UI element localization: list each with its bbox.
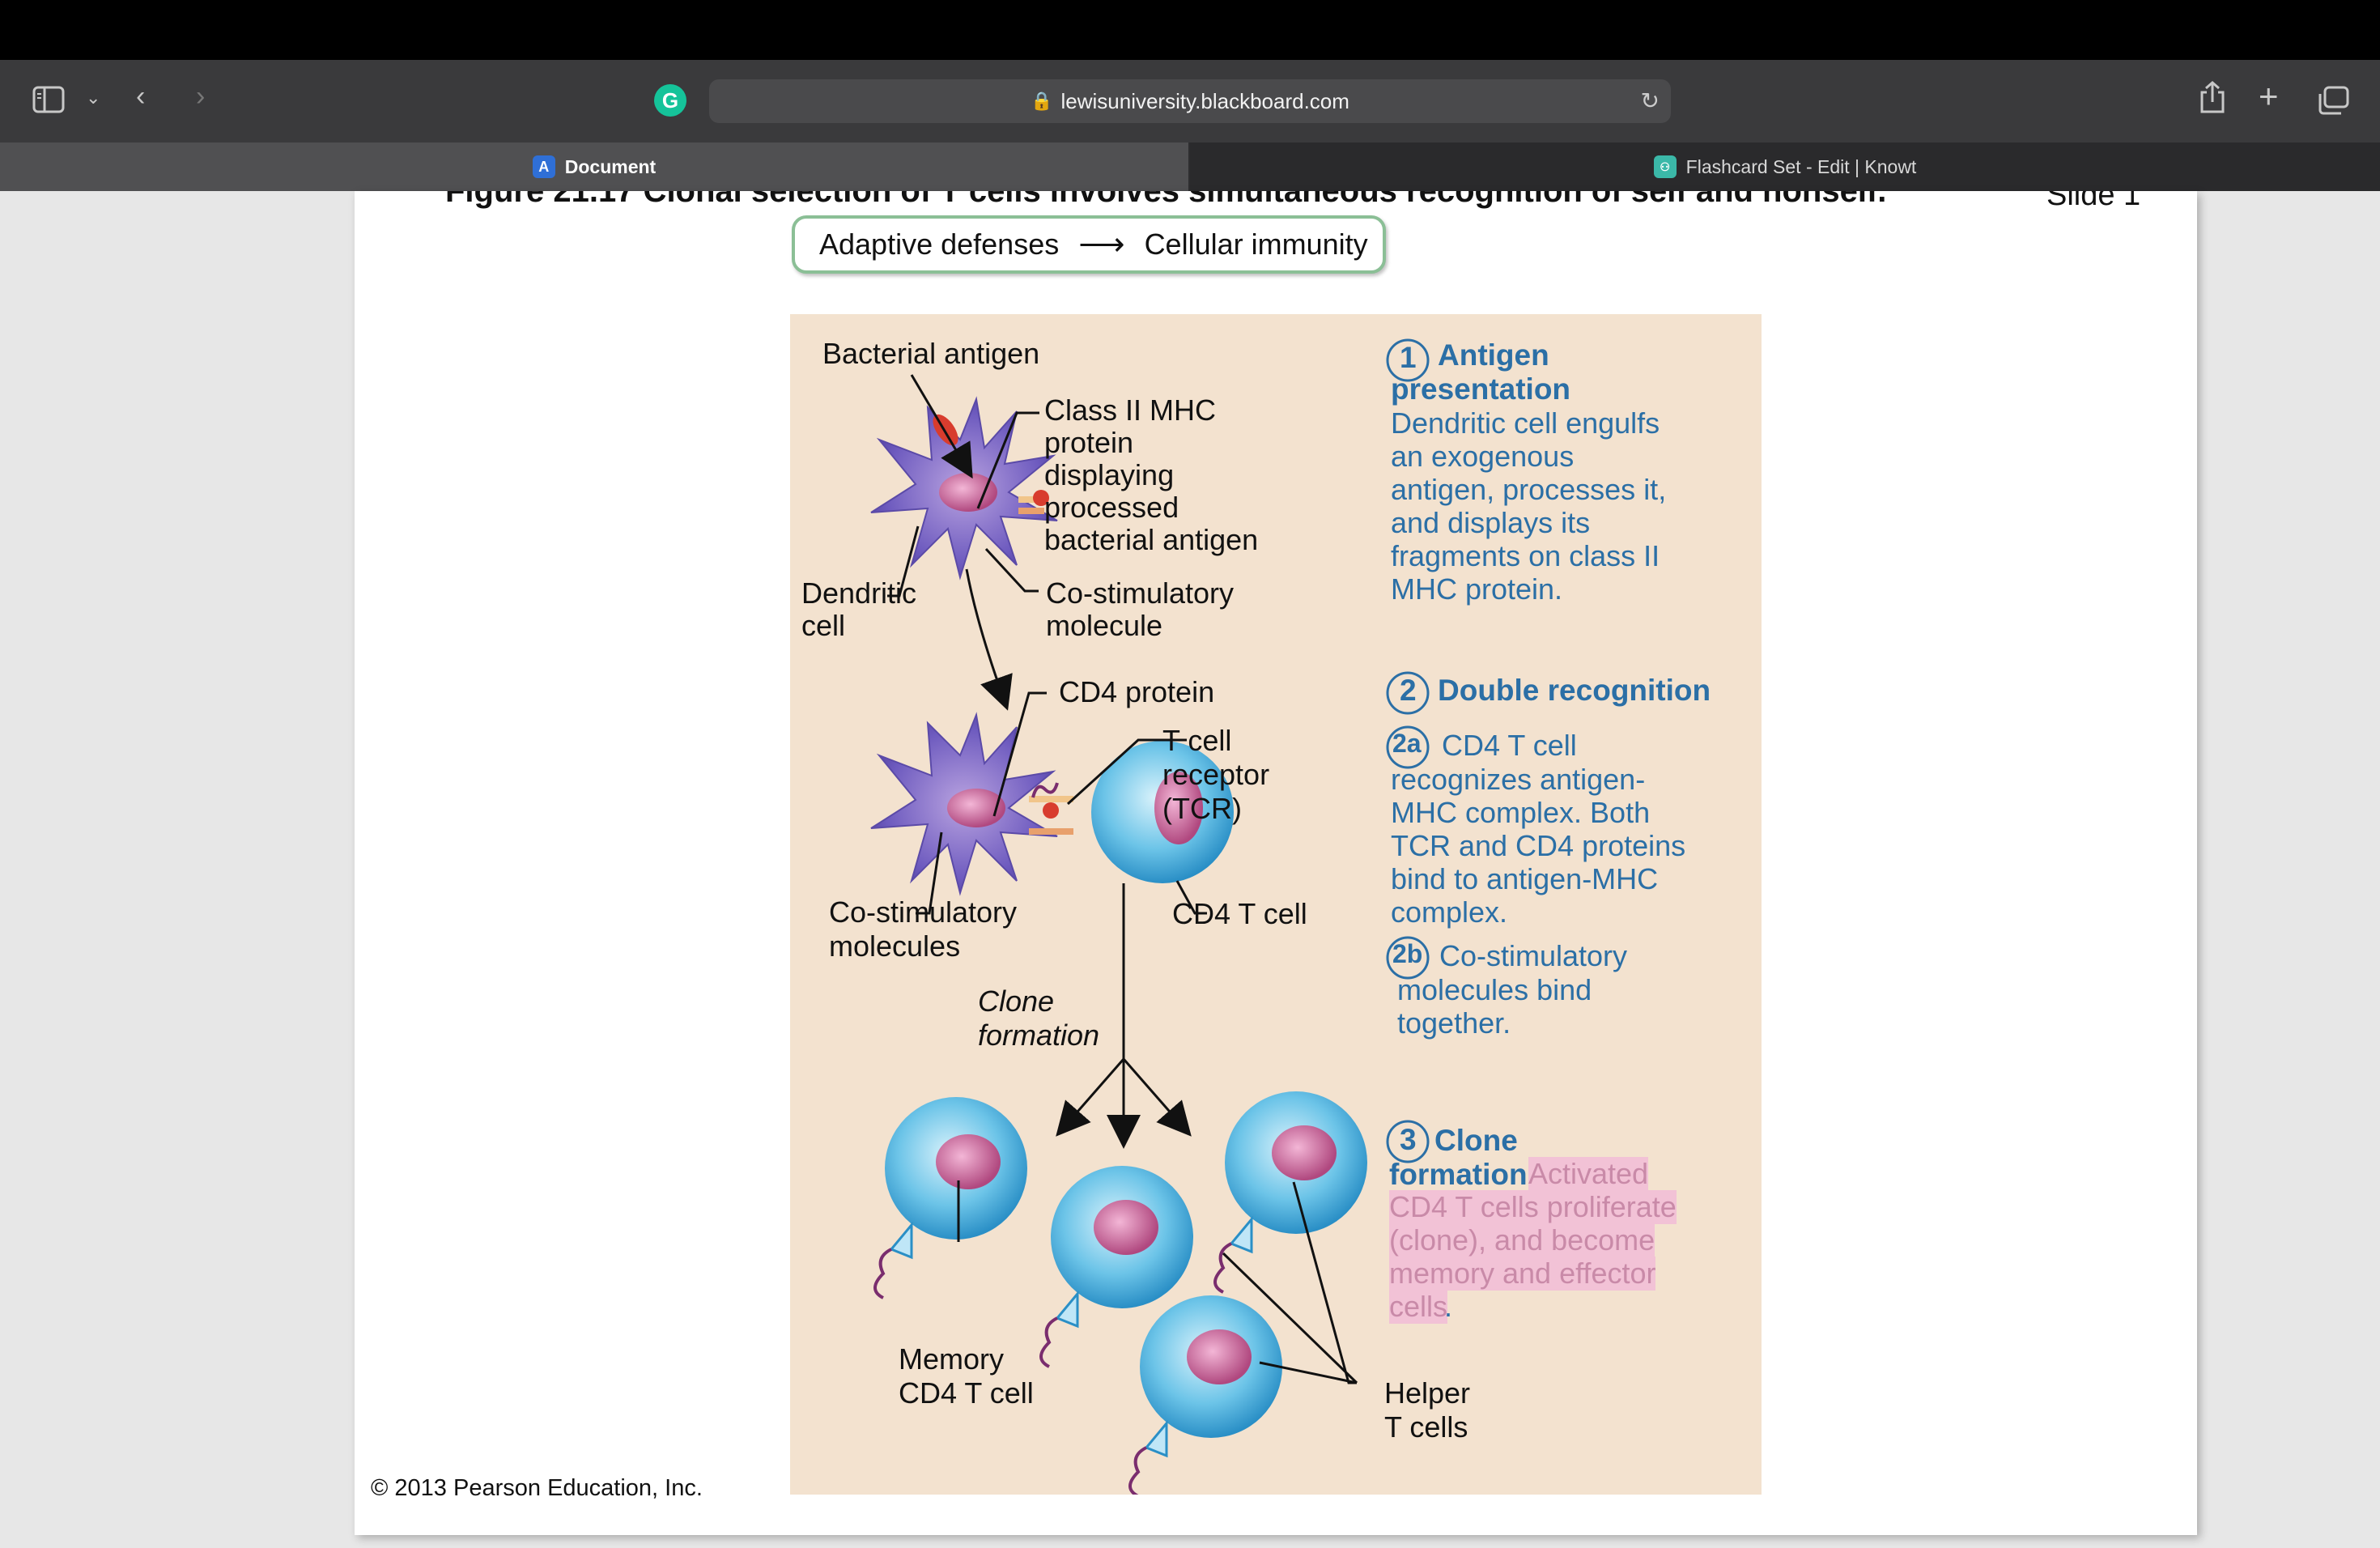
label-tcr-1: T cell [1162, 724, 1232, 757]
step3-line-2: (clone), and become [1389, 1223, 1655, 1257]
header-right: Cellular immunity [1144, 228, 1368, 261]
step1-line-1: Dendritic cell engulfs [1391, 406, 1660, 440]
step2a-line-4: bind to antigen-MHC [1391, 862, 1659, 895]
step2-number: 2 [1400, 674, 1417, 707]
label-costims-1: Co-stimulatory [829, 895, 1018, 929]
step3-title-1: Clone [1434, 1124, 1518, 1157]
dendritic-cell-2 [870, 712, 1073, 896]
label-cd4-t-cell: CD4 T cell [1172, 897, 1307, 930]
step1-title-2: presentation [1391, 372, 1571, 406]
step2a-line-5: complex. [1391, 895, 1508, 929]
label-costim-2: molecule [1046, 609, 1163, 642]
chevron-down-icon[interactable]: ⌄ [86, 87, 101, 108]
label-class2-mhc-2: protein [1044, 426, 1134, 459]
arrow-right-icon: ⟶ [1078, 227, 1125, 262]
label-cd4-protein: CD4 protein [1059, 675, 1215, 708]
step2b-first: Co-stimulatory [1439, 939, 1628, 972]
step3-number: 3 [1400, 1123, 1417, 1156]
slide-number: Slide 1 [2046, 191, 2141, 212]
step2a-line-3: TCR and CD4 proteins [1391, 829, 1686, 862]
helper-t-cell-2 [1213, 1091, 1367, 1294]
diagram-art [870, 338, 1430, 1495]
step2b-line-1: molecules bind [1397, 973, 1592, 1006]
label-clone-1: Clone [978, 985, 1055, 1018]
diagram-panel: Bacterial antigen Class II MHC protein d… [790, 314, 1762, 1495]
helper-t-cell-1 [1039, 1166, 1193, 1368]
label-dendritic-2: cell [801, 609, 846, 642]
share-icon[interactable] [2199, 81, 2226, 118]
label-class2-mhc-1: Class II MHC [1044, 393, 1217, 427]
label-helper-2: T cells [1384, 1410, 1468, 1444]
tab-overview-icon[interactable] [2317, 86, 2349, 120]
label-class2-mhc-3: displaying [1044, 458, 1175, 491]
step2a-line-2: MHC complex. Both [1391, 796, 1651, 829]
forward-arrow-icon[interactable]: › [196, 81, 206, 112]
step2-title: Double recognition [1438, 674, 1711, 707]
step1-line-4: and displays its [1391, 506, 1591, 539]
label-memory-2: CD4 T cell [899, 1376, 1034, 1410]
lock-icon: 🔒 [1031, 91, 1053, 111]
label-bacterial-antigen: Bacterial antigen [822, 337, 1040, 370]
step1-line-5: fragments on class II [1391, 539, 1660, 572]
tab-label: Flashcard Set - Edit | Knowt [1685, 155, 1917, 177]
label-dendritic-1: Dendritic [801, 576, 917, 610]
label-helper-1: Helper [1384, 1376, 1471, 1410]
header-left: Adaptive defenses [819, 228, 1060, 261]
tab-knowt[interactable]: ⚇ Flashcard Set - Edit | Knowt [1190, 142, 2380, 191]
copyright: © 2013 Pearson Education, Inc. [371, 1475, 703, 1501]
sidebar-toggle-icon[interactable] [32, 86, 65, 118]
knowt-favicon-icon: ⚇ [1653, 155, 1677, 178]
label-clone-2: formation [978, 1019, 1100, 1052]
step1-line-6: MHC protein. [1391, 572, 1563, 606]
back-arrow-icon[interactable]: ‹ [136, 81, 146, 112]
step3-line-3: memory and effector [1389, 1257, 1656, 1291]
tab-label: Document [564, 155, 657, 177]
step1-number: 1 [1400, 341, 1417, 374]
slide-title: Figure 21.17 Clonal selection of T cells… [445, 191, 1887, 209]
header-box: Adaptive defenses ⟶ Cellular immunity [792, 215, 1386, 274]
cd4-t-cell [1091, 741, 1234, 883]
reload-icon[interactable]: ↻ [1640, 88, 1660, 113]
step3-first-highlighted: Activated [1528, 1157, 1649, 1191]
step2b-number: 2b [1392, 939, 1423, 968]
step1-title-1: Antigen [1438, 338, 1549, 372]
step2a-first: CD4 T cell [1442, 729, 1577, 762]
label-costim-1: Co-stimulatory [1046, 576, 1235, 610]
step2a-line-1: recognizes antigen- [1391, 763, 1646, 796]
tab-document[interactable]: A Document [0, 142, 1188, 191]
label-class2-mhc-5: bacterial antigen [1044, 523, 1259, 556]
step3-line-4: cells [1389, 1290, 1448, 1324]
label-class2-mhc-4: processed [1044, 491, 1179, 524]
label-costims-2: molecules [829, 929, 961, 963]
label-tcr-2: receptor [1162, 758, 1270, 791]
step2b-line-2: together. [1397, 1006, 1511, 1040]
window-top-bar [0, 0, 2380, 60]
address-bar[interactable]: 🔒 lewisuniversity.blackboard.com ↻ [709, 79, 1671, 123]
new-tab-icon[interactable]: + [2259, 77, 2279, 115]
step1-line-3: antigen, processes it, [1391, 473, 1667, 506]
step3-title-2: formation [1389, 1158, 1528, 1191]
helper-t-cell-3 [1128, 1295, 1282, 1495]
slide-page: Figure 21.17 Clonal selection of T cells… [355, 191, 2197, 1535]
grammarly-icon[interactable]: G [654, 84, 686, 117]
label-memory-1: Memory [899, 1342, 1005, 1376]
step1-line-2: an exogenous [1391, 440, 1575, 473]
step3-line-1: CD4 T cells proliferate [1389, 1190, 1677, 1224]
document-favicon-icon: A [532, 155, 555, 178]
dendritic-cell-1 [870, 396, 1058, 580]
step2a-number: 2a [1392, 729, 1422, 758]
step3-period: . [1444, 1290, 1453, 1323]
memory-t-cell [873, 1097, 1027, 1299]
url-text: lewisuniversity.blackboard.com [1060, 88, 1349, 113]
tab-bar: A Document ⚇ Flashcard Set - Edit | Know… [0, 142, 2380, 191]
label-tcr-3: (TCR) [1162, 792, 1242, 825]
